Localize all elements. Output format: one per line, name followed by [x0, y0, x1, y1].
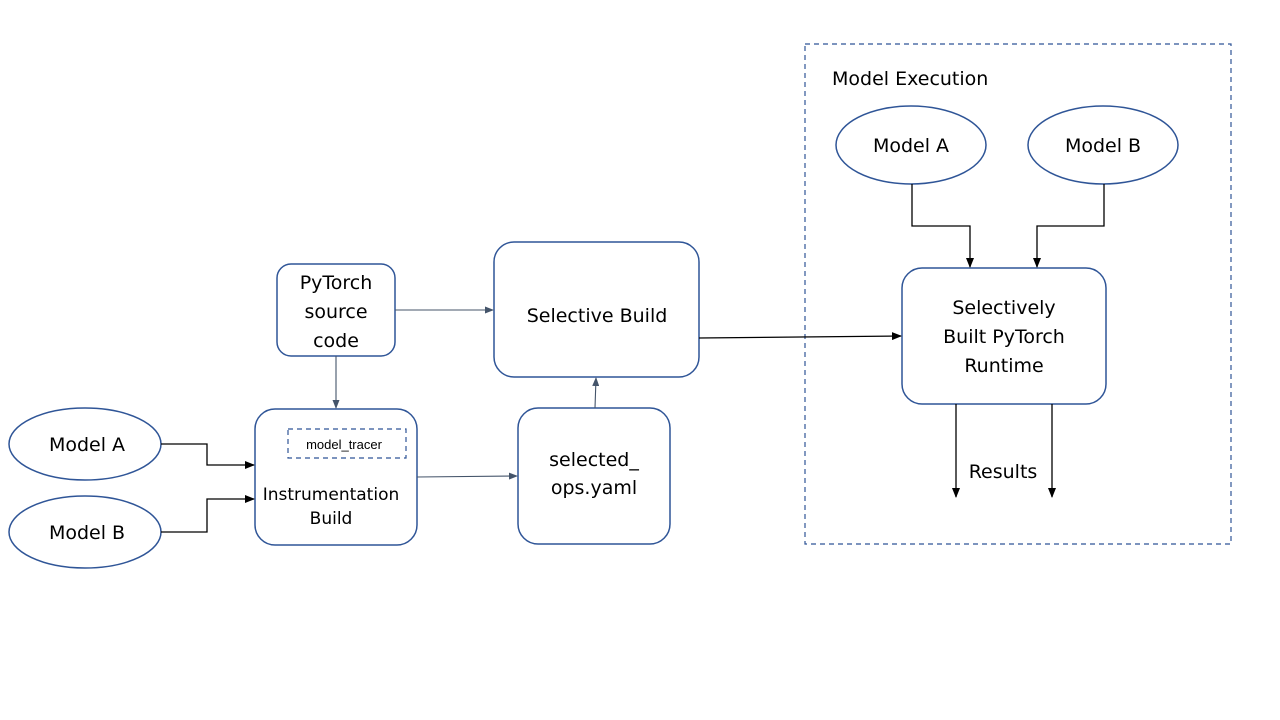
instrumentation-build-line-2: Build	[310, 509, 353, 529]
pytorch-source-line-3: code	[313, 330, 359, 352]
results-label: Results	[969, 461, 1038, 483]
model-b-label: Model B	[49, 522, 125, 544]
pytorch-source-line-1: PyTorch	[300, 272, 373, 294]
exec-model-b-label: Model B	[1065, 135, 1141, 157]
exec-model-b-node[interactable]: Model B	[1027, 105, 1179, 185]
runtime-node[interactable]: Selectively Built PyTorch Runtime	[901, 267, 1107, 405]
selective-build-label: Selective Build	[527, 305, 668, 327]
arrow-selective-build-to-runtime	[698, 332, 902, 341]
arrow-selected-ops-to-selective-build	[592, 377, 600, 409]
model-execution-title: Model Execution	[832, 68, 988, 90]
runtime-line-2: Built PyTorch	[943, 326, 1065, 348]
runtime-line-1: Selectively	[952, 297, 1055, 319]
model-b-node[interactable]: Model B	[8, 495, 162, 569]
arrow-model-a-to-instrumentation	[161, 443, 255, 469]
selective-build-node[interactable]: Selective Build	[493, 241, 700, 378]
exec-model-a-node[interactable]: Model A	[835, 105, 987, 185]
selected-ops-line-1: selected_	[549, 449, 639, 471]
pytorch-source-node[interactable]: PyTorch source code	[276, 263, 396, 357]
runtime-line-3: Runtime	[964, 355, 1043, 377]
model-tracer-label: model_tracer	[306, 437, 383, 452]
pytorch-source-line-2: source	[304, 301, 367, 323]
arrow-exec-model-a-to-runtime	[911, 184, 974, 268]
model-a-label: Model A	[49, 434, 125, 456]
model-a-node[interactable]: Model A	[8, 407, 162, 481]
instrumentation-build-node[interactable]: model_tracer Instrumentation Build	[254, 408, 418, 546]
instrumentation-build-line-1: Instrumentation	[263, 485, 400, 505]
model-execution-container	[804, 43, 1232, 545]
arrow-exec-model-b-to-runtime	[1033, 184, 1105, 268]
model-tracer-box	[287, 428, 407, 459]
selected-ops-line-2: ops.yaml	[551, 477, 637, 499]
arrow-instrumentation-to-selected-ops	[416, 472, 518, 480]
arrow-model-b-to-instrumentation	[161, 495, 255, 533]
exec-model-a-label: Model A	[873, 135, 949, 157]
selected-ops-node[interactable]: selected_ ops.yaml	[517, 407, 671, 545]
